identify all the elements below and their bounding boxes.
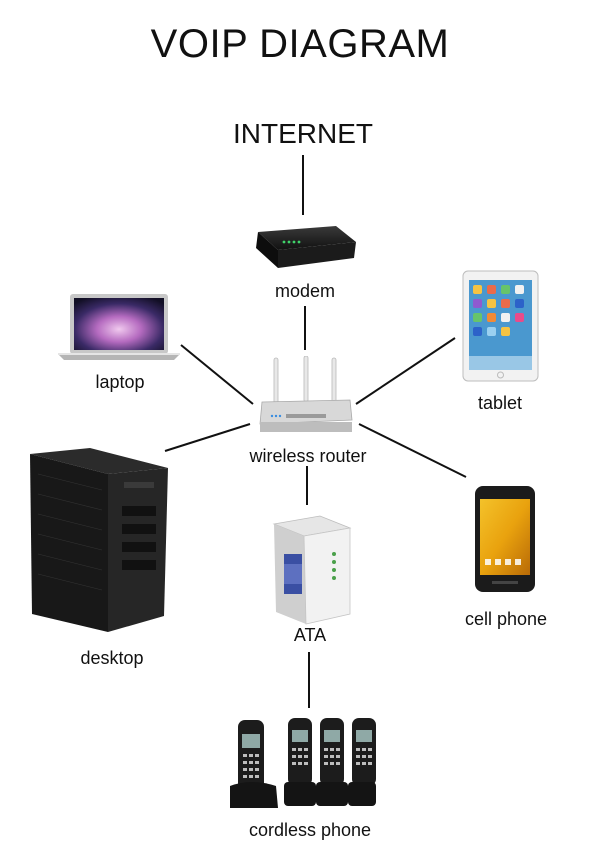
ata-label: ATA <box>293 625 327 645</box>
cell-phone-icon <box>475 486 535 592</box>
cell-phone-label: cell phone <box>464 609 548 629</box>
laptop-label: laptop <box>95 372 145 392</box>
desktop-label: desktop <box>80 648 144 668</box>
modem-icon <box>256 226 356 268</box>
cordless-phone-label: cordless phone <box>248 820 372 840</box>
ata-icon <box>272 515 352 625</box>
line-laptop-router <box>180 344 254 405</box>
tablet-icon <box>462 270 539 382</box>
desktop-icon <box>30 448 168 632</box>
tablet-label: tablet <box>477 393 523 413</box>
cordless-phone-icon <box>230 718 376 808</box>
wireless-router-label: wireless router <box>249 446 367 466</box>
modem-label: modem <box>274 281 336 301</box>
laptop-icon <box>58 294 180 360</box>
internet-label: INTERNET <box>233 118 373 149</box>
diagram-title: VOIP DIAGRAM <box>150 22 450 66</box>
line-tablet-router <box>355 337 456 405</box>
wireless-router-icon <box>259 356 353 432</box>
line-desktop-router <box>164 423 251 452</box>
line-cellphone-router <box>358 423 467 478</box>
